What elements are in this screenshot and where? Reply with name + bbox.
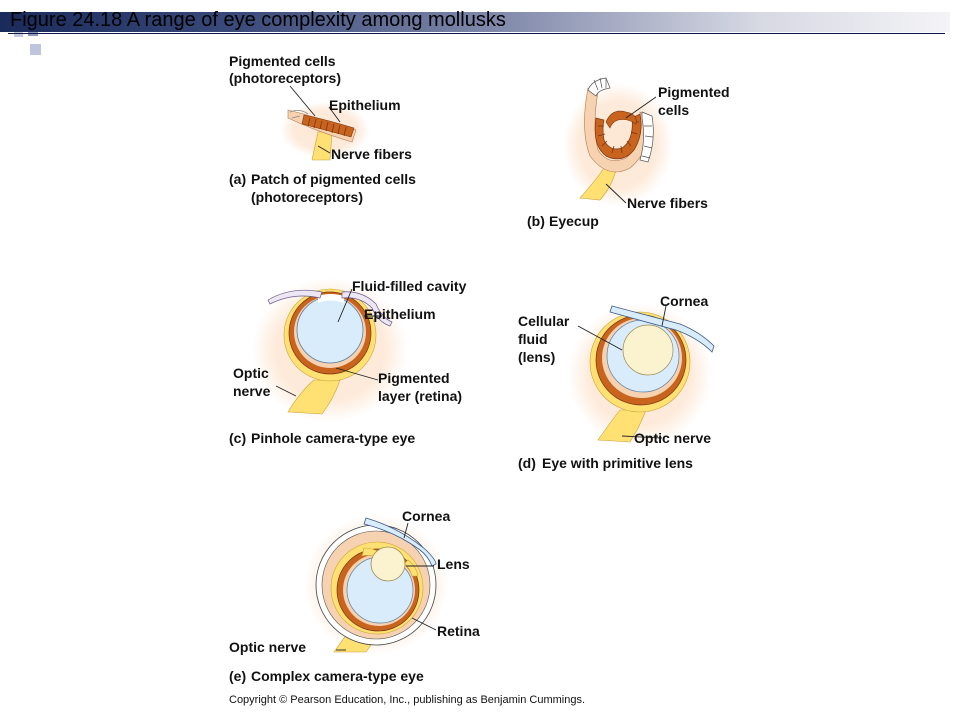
caption-c: Pinhole camera-type eye [251, 430, 415, 446]
label-optic: Optic [233, 365, 269, 381]
label-photoreceptors: (photoreceptors) [229, 70, 341, 86]
caption-letter-b: (b) [527, 213, 545, 229]
caption-letter-a: (a) [229, 171, 246, 187]
label-epithelium: Epithelium [329, 97, 401, 113]
caption-letter-c: (c) [229, 430, 246, 446]
label-optic-nerve-e: Optic nerve [229, 639, 306, 655]
label-cornea-d: Cornea [660, 293, 708, 309]
panel-c: Fluid-filled cavity Epithelium Optic ner… [229, 278, 467, 446]
label-cells: cells [658, 102, 689, 118]
label-optic-nerve-d: Optic nerve [634, 430, 711, 446]
label-nerve-fibers: Nerve fibers [331, 146, 412, 162]
caption-b: Eyecup [549, 213, 599, 229]
copyright-notice: Copyright © Pearson Education, Inc., pub… [229, 694, 585, 706]
panel-e: Cornea Lens Retina Optic nerve (e) Compl… [229, 508, 480, 684]
label-pigmented-c: Pigmented [378, 370, 450, 386]
caption-letter-d: (d) [518, 455, 536, 471]
caption-a-line2: (photoreceptors) [251, 189, 363, 205]
label-nerve-c: nerve [233, 383, 271, 399]
label-fluid-filled-cavity: Fluid-filled cavity [352, 278, 467, 294]
caption-d: Eye with primitive lens [542, 455, 693, 471]
label-pigmented-cells: Pigmented cells [229, 53, 336, 69]
panel-d: Cornea Cellular fluid (lens) Optic nerve… [518, 293, 715, 471]
label-lens-d: (lens) [518, 349, 555, 365]
slide-title: Figure 24.18 A range of eye complexity a… [10, 9, 506, 31]
title-rule [8, 33, 945, 34]
label-lens-e: Lens [437, 556, 470, 572]
caption-a-line1: Patch of pigmented cells [251, 171, 416, 187]
caption-letter-e: (e) [229, 668, 246, 684]
label-epithelium-c: Epithelium [364, 306, 436, 322]
label-cellular: Cellular [518, 313, 570, 329]
label-fluid: fluid [518, 331, 548, 347]
label-nerve-fibers-b: Nerve fibers [627, 195, 708, 211]
panel-a: Pigmented cells (photoreceptors) Epithel… [229, 53, 416, 205]
panel-b: Pigmented cells Nerve fibers (b) Eyecup [527, 77, 730, 229]
caption-e: Complex camera-type eye [251, 668, 424, 684]
label-retina-e: Retina [437, 623, 480, 639]
label-layer-retina: layer (retina) [378, 388, 462, 404]
title-band [0, 12, 950, 32]
label-pigmented: Pigmented [658, 84, 730, 100]
label-cornea-e: Cornea [402, 508, 450, 524]
